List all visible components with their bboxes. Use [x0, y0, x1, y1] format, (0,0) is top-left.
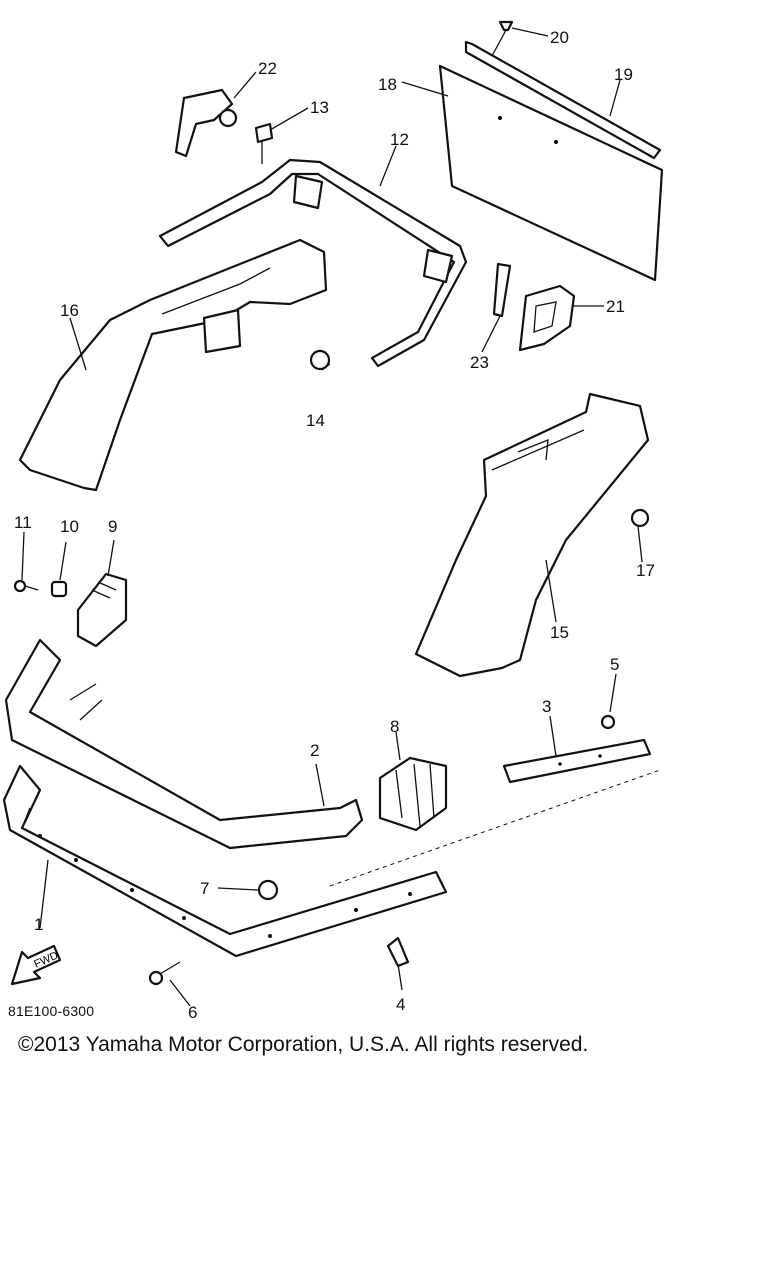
part-number-labels: 20 19 18 22 13 12 21 23 16 14 11 10 9 17… [14, 28, 655, 1022]
label-part-18: 18 [378, 75, 397, 94]
part-10-spacer [50, 580, 68, 598]
leader-lines [21, 27, 643, 1007]
label-part-1: 1 [34, 915, 43, 934]
part-4-rivet [386, 936, 410, 968]
part-9-damper [76, 572, 128, 648]
drawing-code: 81E100-6300 [8, 1003, 95, 1019]
label-part-19: 19 [614, 65, 633, 84]
label-part-15: 15 [550, 623, 569, 642]
part-21-clip [518, 284, 576, 352]
label-part-23: 23 [470, 353, 489, 372]
label-part-22: 22 [258, 59, 277, 78]
part-11-screw [13, 579, 39, 593]
part-20-rivet [491, 20, 514, 57]
part-3-strip [502, 738, 652, 784]
label-part-2: 2 [310, 741, 319, 760]
part-7-nut [257, 879, 279, 901]
label-part-13: 13 [310, 98, 329, 117]
label-part-14: 14 [306, 411, 325, 430]
label-part-16: 16 [60, 301, 79, 320]
label-part-4: 4 [396, 995, 405, 1014]
part-6-screw [148, 961, 181, 986]
fwd-arrow-icon: FWD [10, 944, 62, 986]
label-part-10: 10 [60, 517, 79, 536]
part-17-grommet [630, 508, 650, 528]
part-12-frame [158, 158, 468, 368]
part-16-left-cover [18, 238, 328, 492]
part-18-panel [438, 64, 664, 282]
part-1-lower-base [2, 764, 448, 958]
part-19-strip [464, 40, 662, 160]
copyright-notice: ©2013 Yamaha Motor Corporation, U.S.A. A… [18, 1033, 589, 1056]
part-2-upper-rail [4, 638, 364, 850]
part-5-washer [600, 714, 616, 730]
label-part-20: 20 [550, 28, 569, 47]
part-22-bracket [174, 88, 238, 158]
label-part-8: 8 [390, 717, 399, 736]
label-part-11: 11 [14, 513, 32, 532]
label-part-6: 6 [188, 1003, 197, 1022]
label-part-12: 12 [390, 130, 409, 149]
label-part-21: 21 [606, 297, 625, 316]
part-14-nut [309, 349, 331, 371]
label-part-5: 5 [610, 655, 619, 674]
fwd-label: FWD [32, 950, 60, 971]
part-15-right-cover [414, 392, 650, 678]
part-8-rubber-block [378, 756, 448, 832]
part-13-bolt [254, 122, 274, 164]
label-part-7: 7 [200, 879, 209, 898]
parts-diagram: FWD 20 19 18 22 13 12 21 23 1 [2, 20, 664, 1022]
label-part-17: 17 [636, 561, 655, 580]
label-part-3: 3 [542, 697, 551, 716]
label-part-9: 9 [108, 517, 117, 536]
part-23-strap [492, 262, 512, 318]
